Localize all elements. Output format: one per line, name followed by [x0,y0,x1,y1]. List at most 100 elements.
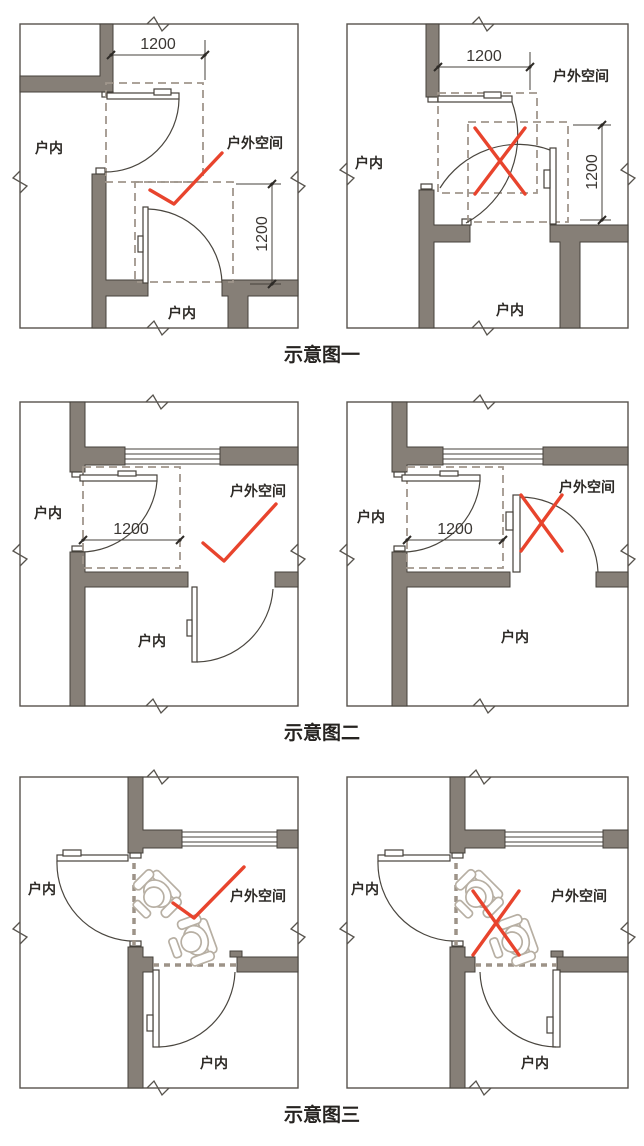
label-indoor-left: 户内 [28,881,56,897]
cross-icon [471,889,521,957]
label-outdoor-space: 户外空间 [559,479,615,495]
dimension-value: 1200 [140,36,176,53]
door-handle [153,88,172,96]
door-bottom [186,586,274,663]
label-outdoor-space: 户外空间 [227,135,283,151]
plan-border [19,23,299,329]
diagram-scheme3-incorrect: 户内 户外空间 户内 [338,768,637,1097]
door-top [401,470,481,553]
checkmark-icon [148,151,224,206]
door-handle [483,91,502,99]
door-left [377,849,453,942]
door-bottom [137,206,223,284]
plan-border [346,401,629,707]
dimension-top: 1200 [433,48,535,90]
break-marks [11,768,307,1097]
checkmark-icon [201,502,278,563]
door-jamb [129,852,142,859]
door-right [439,143,557,225]
cross-icon [473,126,527,196]
clearance-zones [437,92,569,223]
window [125,448,220,465]
door-jamb [461,218,472,226]
dimension-right: 1200 [236,179,281,289]
checkmark-icon [171,865,246,920]
dimension-value: 1200 [254,216,271,252]
label-indoor-left: 户内 [355,155,383,171]
door-handle [186,619,193,637]
door-bottom [479,969,561,1048]
door-jamb [71,545,84,552]
door-jamb [451,852,464,859]
door-bottom [146,969,236,1048]
door-handle [146,1014,154,1032]
label-outdoor-space: 户外空间 [553,68,609,84]
label-indoor-bottom: 户内 [168,305,196,321]
label-indoor-left: 户内 [351,881,379,897]
wheelchair-figure-2 [162,911,221,973]
door-jamb [427,96,439,103]
label-outdoor-space: 户外空间 [551,888,607,904]
break-marks [11,15,307,337]
label-indoor-bottom: 户内 [200,1055,228,1071]
diagram-scheme1-correct: 1200 1200 户内 户外空间 户内 [11,15,307,337]
break-marks [338,15,637,337]
door-right [505,494,599,573]
wheelchair-figure-1 [121,863,188,930]
dimension-inner: 1200 [402,521,508,545]
dimension-inner: 1200 [78,521,185,545]
diagram-scheme1-incorrect: 1200 1200 户内 户外空间 户内 [338,15,637,337]
figure-caption-1: 示意图一 [283,345,360,366]
label-indoor-left: 户内 [357,509,385,525]
doorway-clearance-lines [132,863,237,967]
label-indoor-left: 户内 [35,140,63,156]
dimension-value: 1200 [113,521,149,538]
dimension-value: 1200 [437,521,473,538]
plan-border [346,23,629,329]
label-indoor-left: 户内 [34,505,62,521]
clearance-zone [82,466,181,569]
door-handle [505,511,514,531]
door-handle [384,849,404,857]
walls [418,23,629,329]
door-handle [439,470,459,477]
figure-caption-3: 示意图三 [283,1105,360,1126]
cross-icon [519,493,564,553]
dimension-value: 1200 [466,48,502,65]
door-handle [117,470,137,477]
dimension-value: 1200 [584,154,601,190]
door-handle [546,1016,554,1034]
walls [391,401,629,707]
door-handle [137,235,144,253]
window [443,448,543,465]
diagram-scheme2-incorrect: 1200 户内 户外空间 户内 [338,393,637,715]
door-jamb [393,545,406,552]
label-indoor-bottom: 户内 [521,1055,549,1071]
walls [19,23,299,329]
door-top [437,91,519,224]
doorway-clearance-lines [454,863,557,967]
figure-caption-2: 示意图二 [283,723,360,744]
label-indoor-bottom: 户内 [501,629,529,645]
label-indoor-bottom: 户内 [496,302,524,318]
break-marks [11,393,307,715]
clearance-zone [406,466,504,569]
diagram-scheme3-correct: 户内 户外空间 户内 [11,768,307,1097]
door-handle [62,849,82,857]
label-indoor-bottom: 户内 [138,633,166,649]
door-jamb [420,183,433,190]
walls [69,401,299,707]
label-outdoor-space: 户外空间 [230,483,286,499]
door-left [56,849,131,942]
label-outdoor-space: 户外空间 [230,888,286,904]
walls [127,776,299,1089]
dimension-top: 1200 [106,36,210,80]
dimension-right: 1200 [573,120,611,225]
window [505,831,603,847]
break-marks [338,393,637,715]
door-jamb [95,167,106,175]
clearance-zones [105,82,234,283]
window [182,831,277,847]
door-handle [543,169,551,189]
